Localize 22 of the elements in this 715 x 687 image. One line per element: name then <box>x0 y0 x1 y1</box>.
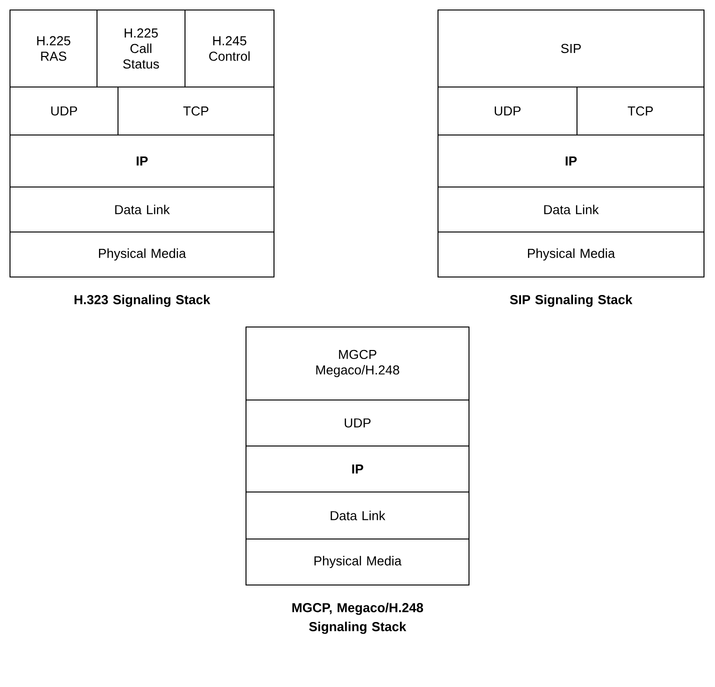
protocol-layer-cell: H.245 Control <box>184 10 274 88</box>
protocol-layer-cell: Data Link <box>246 492 470 540</box>
protocol-layer-cell: UDP <box>438 86 578 136</box>
protocol-layer-cell: MGCP Megaco/H.248 <box>246 326 470 400</box>
protocol-layer-cell: Physical Media <box>246 538 470 586</box>
protocol-layer-cell: H.225 Call Status <box>96 10 186 88</box>
protocol-layer-cell: Physical Media <box>10 232 274 278</box>
stack-caption: H.323 Signaling Stack <box>74 294 210 307</box>
protocol-layer-cell: UDP <box>10 86 118 136</box>
stack-caption: MGCP, Megaco/H.248 Signaling Stack <box>292 602 424 634</box>
protocol-layer-cell: UDP <box>246 400 470 446</box>
protocol-layer-cell: H.225 RAS <box>10 10 98 88</box>
protocol-layer-cell: IP <box>246 446 470 492</box>
protocol-layer-cell: TCP <box>118 86 274 136</box>
protocol-layer-cell: IP <box>438 134 704 188</box>
protocol-layer-cell: IP <box>10 134 274 188</box>
stack-caption: SIP Signaling Stack <box>510 294 632 307</box>
protocol-layer-cell: SIP <box>438 10 704 88</box>
protocol-layer-cell: Data Link <box>438 186 704 232</box>
protocol-layer-cell: TCP <box>576 86 704 136</box>
protocol-layer-cell: Data Link <box>10 186 274 232</box>
protocol-layer-cell: Physical Media <box>438 232 704 278</box>
